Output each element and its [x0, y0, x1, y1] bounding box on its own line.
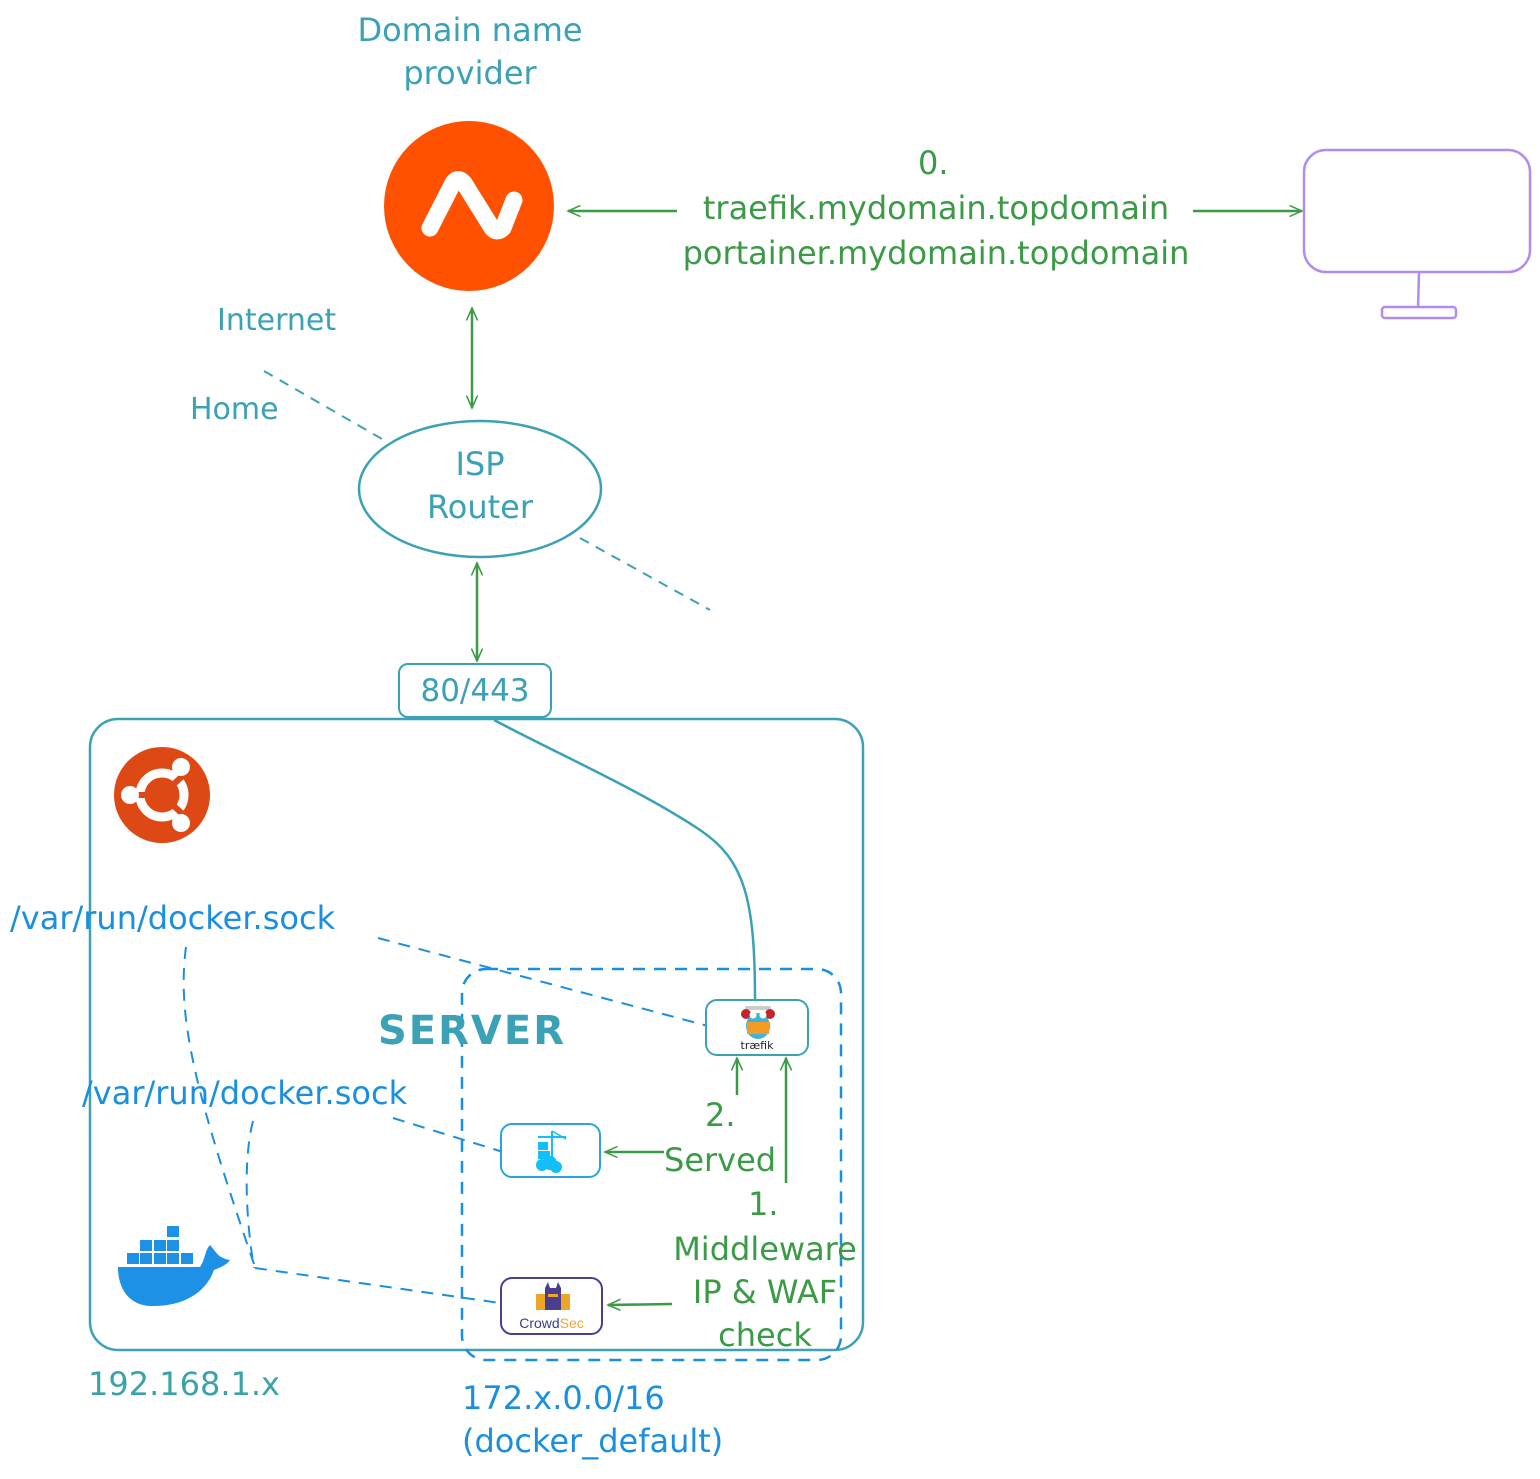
step1-line3: check: [718, 1315, 812, 1354]
socket-link-docker-1: [182, 946, 256, 1268]
namecheap-logo-icon[interactable]: [384, 121, 554, 291]
socket-link-traefik: [377, 937, 709, 1027]
internet-home-boundary-right: [579, 537, 711, 611]
step1-line1: Middleware: [673, 1230, 857, 1268]
client-monitor-icon[interactable]: [1302, 148, 1532, 320]
zone-internet-label: Internet: [217, 303, 337, 338]
portainer-node[interactable]: [500, 1123, 601, 1178]
step1-line2: IP & WAF: [692, 1272, 838, 1311]
docker-network-label: 172.x.0.0/16 (docker_default): [462, 1380, 723, 1460]
crowdsec-icon: [536, 1282, 570, 1310]
socket-path-1: /var/run/docker.sock: [10, 899, 336, 937]
traefik-node[interactable]: træfik: [705, 999, 809, 1056]
isp-router-node[interactable]: [357, 419, 603, 559]
dns-title-line2: provider: [403, 53, 537, 92]
domain-portainer: portainer.mydomain.topdomain: [682, 233, 1190, 272]
ubuntu-logo-icon: [114, 747, 210, 843]
portainer-icon: [536, 1130, 567, 1173]
docker-network-name: (docker_default): [462, 1421, 724, 1460]
ports-label: 80/443: [420, 672, 530, 709]
router-line2: Router: [426, 487, 534, 526]
traefik-gopher-icon: [741, 1006, 775, 1039]
server-container: [88, 717, 865, 1352]
router-line1: ISP: [455, 445, 505, 483]
zone-home-label: Home: [190, 392, 279, 427]
arrow-to-crowdsec: [608, 1304, 673, 1305]
domain-traefik: traefik.mydomain.topdomain: [702, 189, 1170, 227]
connection-ports-traefik: [493, 718, 757, 1001]
dns-provider-title: Domain name provider: [350, 12, 590, 92]
docker-logo-icon: [118, 1226, 230, 1307]
request-domains: traefik.mydomain.topdomain portainer.myd…: [676, 190, 1196, 272]
step1-description: Middleware IP & WAF check: [668, 1231, 862, 1353]
internet-home-boundary-left: [263, 370, 383, 440]
crowdsec-label: CrowdSec: [502, 1315, 601, 1331]
traefik-label: træfik: [740, 1039, 774, 1052]
step2-label: Served: [664, 1141, 777, 1179]
ports-box[interactable]: 80/443: [398, 663, 552, 718]
dns-title-line1: Domain name: [357, 11, 583, 49]
step1-number: 1.: [748, 1185, 779, 1223]
step0-number: 0.: [918, 144, 949, 182]
docker-network-subnet: 172.x.0.0/16: [462, 1379, 665, 1417]
docker-network-boundary: [460, 967, 843, 1362]
crowdsec-node[interactable]: CrowdSec: [500, 1277, 603, 1335]
router-label: ISP Router: [380, 446, 580, 526]
socket-link-portainer: [392, 1117, 504, 1153]
server-title: SERVER: [378, 1008, 567, 1054]
crowdsec-label-crowd: Crowd: [519, 1315, 560, 1331]
socket-path-2: /var/run/docker.sock: [82, 1074, 408, 1112]
step2-number: 2.: [705, 1096, 736, 1134]
socket-link-docker-2: [245, 1120, 255, 1269]
crowdsec-label-sec: Sec: [559, 1315, 584, 1331]
server-ip: 192.168.1.x: [88, 1365, 280, 1403]
